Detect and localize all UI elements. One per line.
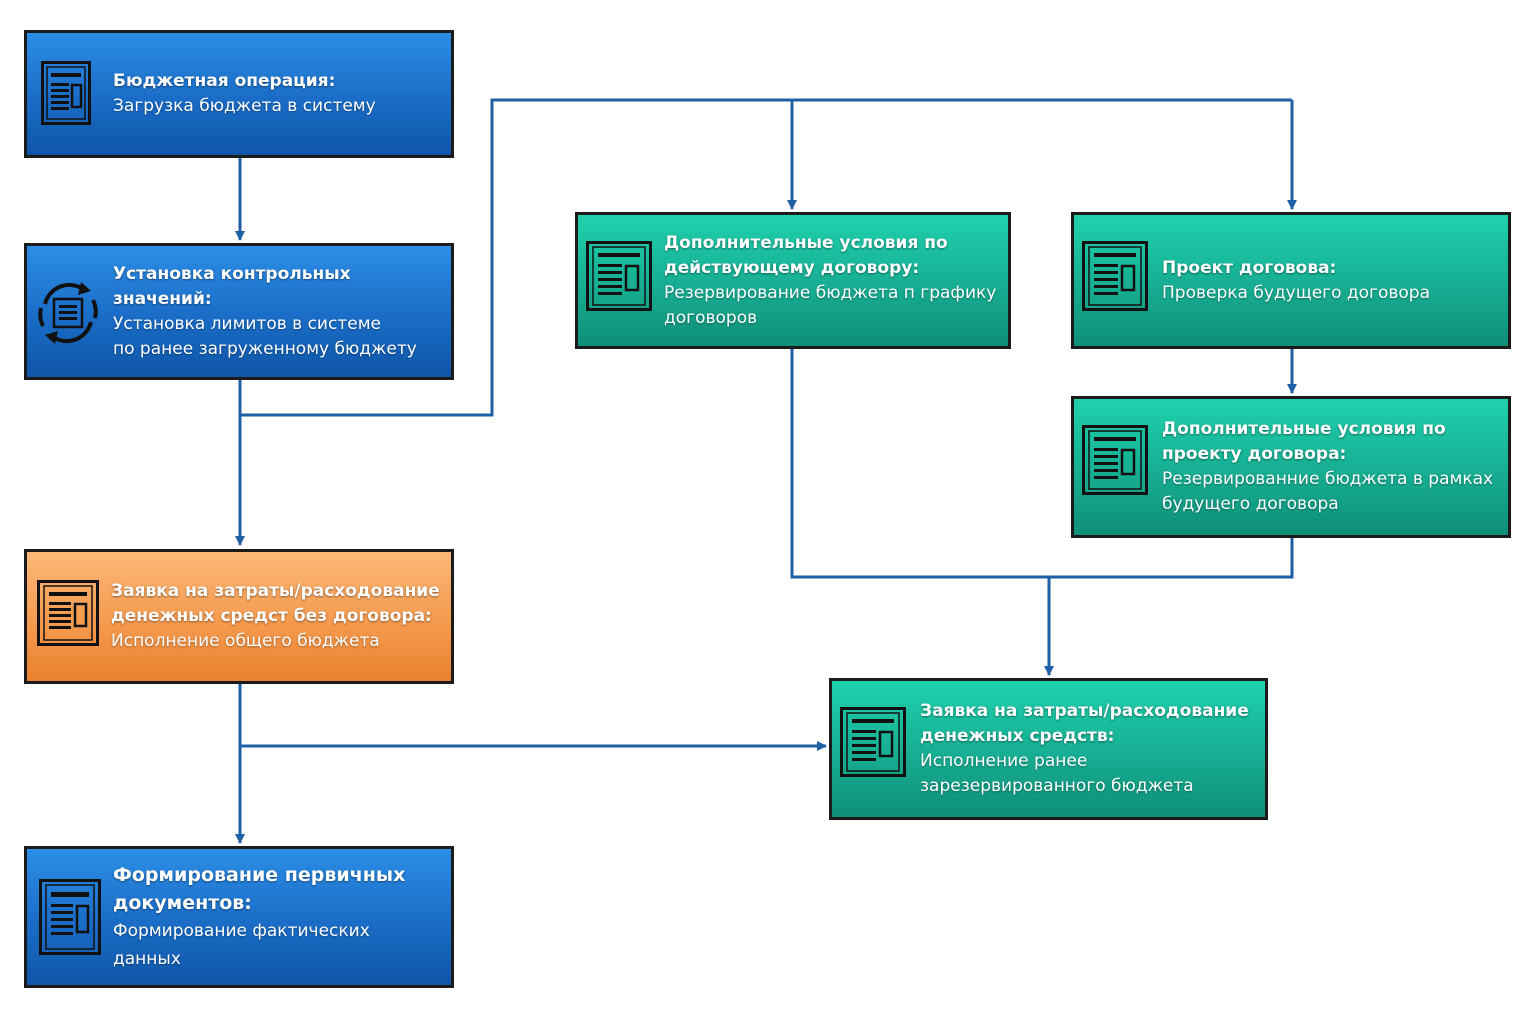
- node-subtitle: Исполнение общего бюджета: [111, 631, 380, 651]
- node-subtitle: договоров: [664, 307, 758, 328]
- node-subtitle: Резервированние бюджета в рамках: [1162, 469, 1494, 489]
- node-title: Проект договова:: [1162, 257, 1337, 278]
- node-title: денежных средст без договора:: [111, 606, 432, 626]
- node-subtitle: по ранее загруженному бюджету: [113, 338, 417, 359]
- node-title: проекту договора:: [1162, 444, 1347, 464]
- node-text: Проект договова: Проверка будущего догов…: [1162, 215, 1500, 346]
- node-primary-documents[interactable]: Формирование первичных документов: Форми…: [24, 846, 454, 988]
- node-title: Бюджетная операция:: [113, 71, 336, 91]
- document-icon: [586, 241, 652, 311]
- node-contract-draft[interactable]: Проект договова: Проверка будущего догов…: [1071, 212, 1511, 349]
- document-icon: [1082, 425, 1148, 495]
- node-subtitle: Установка лимитов в системе: [113, 313, 381, 334]
- node-control-values[interactable]: Установка контрольных значений: Установк…: [24, 243, 454, 380]
- node-title: Формирование первичных: [113, 864, 406, 886]
- node-expense-without-contract[interactable]: Заявка на затраты/расходование денежных …: [24, 549, 454, 684]
- node-subtitle: Проверка будущего договора: [1162, 282, 1431, 303]
- node-budget-operation[interactable]: Бюджетная операция: Загрузка бюджета в с…: [24, 30, 454, 158]
- node-title: денежных средств:: [920, 726, 1115, 746]
- node-text: Дополнительные условия по действующему д…: [664, 215, 1000, 346]
- node-additional-terms-draft[interactable]: Дополнительные условия по проекту догово…: [1071, 396, 1511, 538]
- node-title: Дополнительные условия по: [664, 232, 948, 253]
- refresh-cycle-icon: [33, 278, 103, 348]
- node-subtitle: будущего договора: [1162, 494, 1339, 514]
- node-text: Установка контрольных значений: Установк…: [113, 246, 443, 377]
- document-icon: [41, 61, 91, 125]
- line-merge: [790, 348, 1294, 579]
- node-expense-request[interactable]: Заявка на затраты/расходование денежных …: [829, 678, 1268, 820]
- node-title: Дополнительные условия по: [1162, 419, 1446, 439]
- document-icon: [37, 580, 99, 646]
- node-text: Формирование первичных документов: Форми…: [113, 849, 443, 985]
- line-branch-to-top: [240, 98, 1292, 417]
- node-text: Заявка на затраты/расходование денежных …: [111, 552, 443, 681]
- node-title: Установка контрольных значений:: [113, 263, 351, 309]
- document-icon: [1082, 241, 1148, 311]
- node-text: Бюджетная операция: Загрузка бюджета в с…: [113, 33, 443, 155]
- node-additional-terms-current-contract[interactable]: Дополнительные условия по действующему д…: [575, 212, 1011, 349]
- node-subtitle: Формирование фактических данных: [113, 921, 370, 969]
- node-title: Заявка на затраты/расходование: [920, 701, 1249, 721]
- document-icon: [39, 879, 101, 955]
- document-icon: [840, 707, 906, 777]
- node-title: действующему договору:: [664, 257, 920, 278]
- node-text: Дополнительные условия по проекту догово…: [1162, 399, 1500, 535]
- node-subtitle: зарезервированного бюджета: [920, 776, 1194, 796]
- node-text: Заявка на затраты/расходование денежных …: [920, 681, 1257, 817]
- node-title: документов:: [113, 892, 252, 914]
- node-subtitle: Резервирование бюджета п графику: [664, 282, 997, 303]
- node-title: Заявка на затраты/расходование: [111, 581, 440, 601]
- node-subtitle: Исполнение ранее: [920, 751, 1088, 771]
- node-subtitle: Загрузка бюджета в систему: [113, 96, 376, 116]
